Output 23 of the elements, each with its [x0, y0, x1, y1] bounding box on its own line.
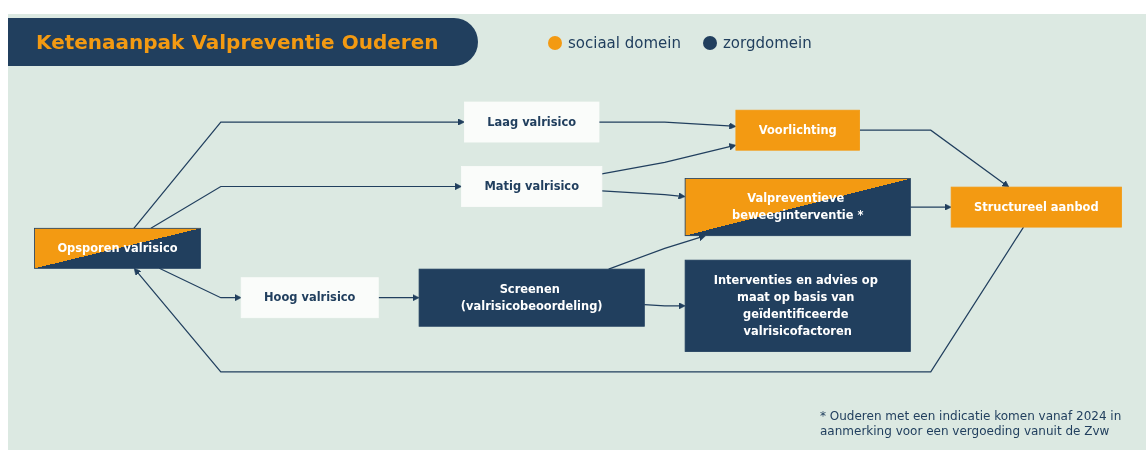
legend-label: sociaal domein: [568, 34, 681, 52]
legend-label: zorgdomein: [722, 34, 812, 52]
arrow: [601, 190, 686, 200]
node-box: Interventies en advies op maat op basis van geïdentificeerde valrisicofactoren: [684, 259, 911, 352]
arrow: [133, 118, 465, 229]
node-box: Matig valrisico: [461, 166, 603, 207]
arrow: [133, 226, 1025, 373]
arrow: [909, 203, 952, 211]
node-box: Voorlichting: [735, 109, 860, 151]
arrow: [598, 121, 737, 130]
node-box: Screenen (valrisicobeoordeling): [418, 268, 645, 327]
node-box: Hoog valrisico: [240, 277, 379, 319]
footnote: * Ouderen met een indicatie komen vanaf 2024 in aanmerking voor een vergoeding vanuit de Zvw: [820, 409, 1123, 438]
arrow: [150, 182, 462, 229]
arrow: [643, 302, 686, 310]
arrow: [601, 143, 737, 175]
title-banner: Ketenaanpak Valpreventie Ouderen: [8, 18, 479, 66]
node-box: Laag valrisico: [464, 101, 600, 143]
arrow: [608, 234, 706, 270]
arrow: [858, 129, 1010, 188]
node-box: Structureel aanbod: [950, 186, 1122, 228]
node-box: Opsporen valrisico: [34, 227, 201, 269]
arrow: [377, 294, 420, 302]
